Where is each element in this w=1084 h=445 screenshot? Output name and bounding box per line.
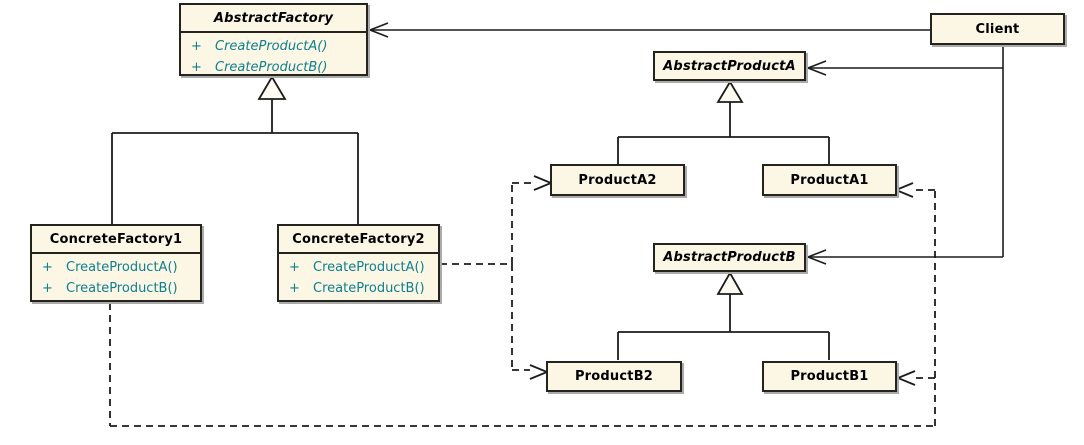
class-box-client[interactable]: Client (930, 13, 1065, 45)
hollow-triangle-icon (257, 75, 287, 100)
class-title: ProductB2 (574, 369, 654, 384)
method-label: CreateProductA() (215, 39, 328, 54)
open-arrowhead-icon (805, 60, 827, 76)
generalization-factories[interactable] (111, 75, 359, 224)
open-arrowhead-icon (367, 22, 389, 38)
method-row: + CreateProductB() (289, 279, 432, 298)
class-title: ProductA2 (578, 172, 657, 188)
open-arrowhead-icon (893, 182, 916, 386)
class-box-abstractfactory[interactable]: AbstractFactory + CreateProductA() + Cre… (179, 3, 368, 76)
visibility-plus: + (191, 39, 202, 54)
method-row: + CreateProductB() (191, 58, 360, 77)
class-title: ProductB1 (790, 369, 869, 384)
method-row: + CreateProductA() (42, 258, 194, 277)
generalization-products-a[interactable] (617, 80, 830, 164)
class-box-productb2[interactable]: ProductB2 (546, 361, 682, 392)
open-arrowhead-icon (805, 249, 827, 265)
visibility-plus: + (42, 281, 53, 296)
method-list: + CreateProductA() + CreateProductB() (279, 254, 438, 298)
association-client-abstractfactory[interactable] (367, 22, 930, 38)
class-box-producta1[interactable]: ProductA1 (762, 164, 897, 196)
class-title: ConcreteFactory1 (32, 226, 200, 254)
class-box-productb1[interactable]: ProductB1 (762, 361, 897, 392)
class-box-abstractproducta[interactable]: AbstractProductA (653, 51, 806, 81)
hollow-triangle-icon (716, 271, 744, 295)
generalization-products-b[interactable] (617, 271, 830, 360)
method-list: + CreateProductA() + CreateProductB() (32, 254, 200, 298)
method-row: + CreateProductB() (42, 279, 194, 298)
class-title: AbstractProductB (663, 250, 796, 265)
method-row: + CreateProductA() (289, 258, 432, 277)
visibility-plus: + (191, 60, 202, 75)
dependency-concretefactory2-products[interactable] (440, 175, 554, 380)
class-title: Client (975, 21, 1020, 37)
method-list: + CreateProductA() + CreateProductB() (181, 33, 366, 77)
class-title: AbstractProductA (663, 58, 796, 74)
method-label: CreateProductB() (313, 281, 425, 296)
class-title: ProductA1 (790, 172, 869, 188)
method-label: CreateProductA() (313, 260, 425, 275)
method-label: CreateProductB() (215, 60, 328, 75)
class-box-producta2[interactable]: ProductA2 (550, 164, 685, 196)
method-label: CreateProductA() (66, 260, 178, 275)
class-box-concretefactory1[interactable]: ConcreteFactory1 + CreateProductA() + Cr… (30, 224, 202, 302)
class-box-concretefactory2[interactable]: ConcreteFactory2 + CreateProductA() + Cr… (277, 224, 440, 302)
hollow-triangle-icon (716, 80, 744, 103)
class-title: AbstractFactory (181, 5, 366, 33)
open-arrowhead-icon (529, 175, 554, 380)
dependency-concretefactory1-products[interactable] (109, 182, 936, 427)
visibility-plus: + (289, 260, 300, 275)
method-label: CreateProductB() (66, 281, 178, 296)
visibility-plus: + (42, 260, 53, 275)
method-row: + CreateProductA() (191, 37, 360, 56)
association-client-abstractproducts[interactable] (805, 45, 1004, 265)
class-title: ConcreteFactory2 (279, 226, 438, 254)
visibility-plus: + (289, 281, 300, 296)
class-box-abstractproductb[interactable]: AbstractProductB (653, 243, 806, 272)
